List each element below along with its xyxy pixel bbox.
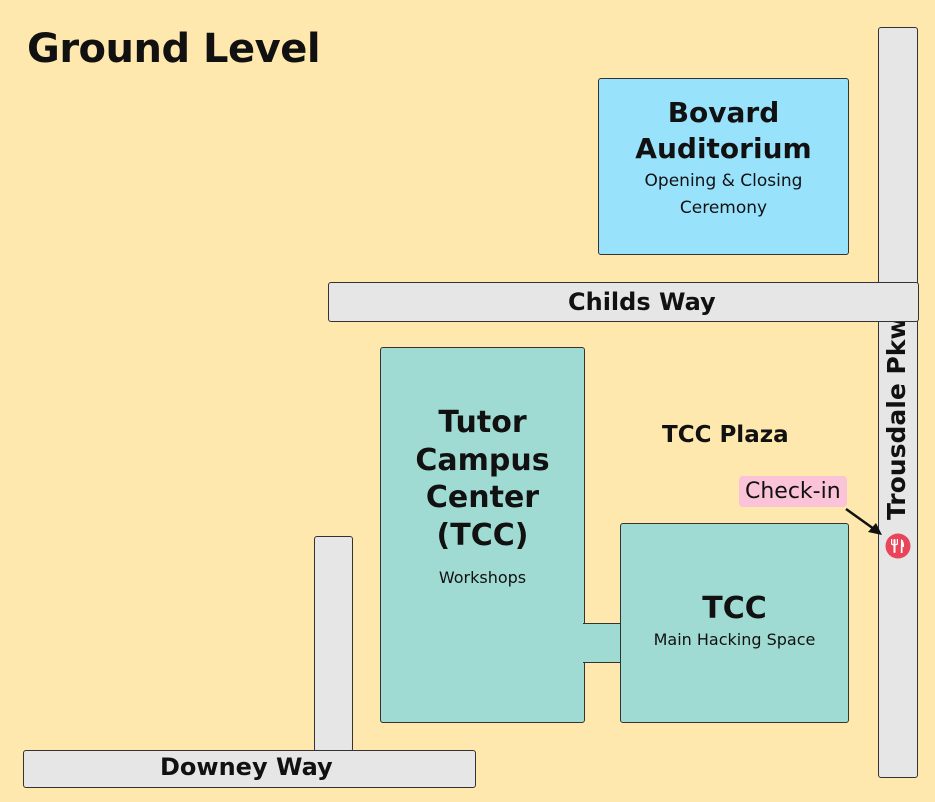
downey-way-road — [23, 750, 476, 788]
building-connector — [583, 623, 622, 663]
map-title: Ground Level — [27, 26, 321, 72]
bovard-name-line1: Bovard — [667, 96, 780, 129]
checkin-label: Check-in — [739, 476, 847, 507]
childs-way-label: Childs Way — [568, 288, 716, 316]
food-utensils-icon[interactable] — [885, 533, 911, 559]
tcc-plaza-label: TCC Plaza — [662, 422, 789, 448]
bovard-sub-line2: Ceremony — [679, 197, 768, 218]
childs-way-road — [328, 282, 919, 322]
tcc-main-hacking-space: TCC Main Hacking Space — [620, 523, 849, 723]
bovard-auditorium: Bovard Auditorium Opening & Closing Cere… — [598, 78, 849, 255]
bovard-sub-line1: Opening & Closing — [644, 170, 803, 191]
downey-way-spur — [314, 536, 353, 752]
tutor-name-line3: Center — [425, 480, 540, 515]
tcc-main-name: TCC — [702, 591, 767, 626]
tutor-campus-center: Tutor Campus Center (TCC) Workshops — [380, 347, 585, 723]
bovard-name-line2: Auditorium — [635, 132, 812, 166]
checkin-arrow-icon — [845, 507, 882, 535]
downey-way-label: Downey Way — [160, 753, 333, 781]
tutor-name-line1: Tutor — [438, 405, 527, 440]
tutor-sub: Workshops — [438, 568, 527, 587]
tutor-name-line2: Campus — [415, 442, 550, 478]
tcc-main-sub: Main Hacking Space — [653, 629, 816, 649]
trousdale-pkwy-label: Trousdale Pkwy — [882, 300, 911, 520]
trousdale-pkwy-road — [878, 27, 918, 778]
tutor-name-line4: (TCC) — [436, 517, 529, 553]
